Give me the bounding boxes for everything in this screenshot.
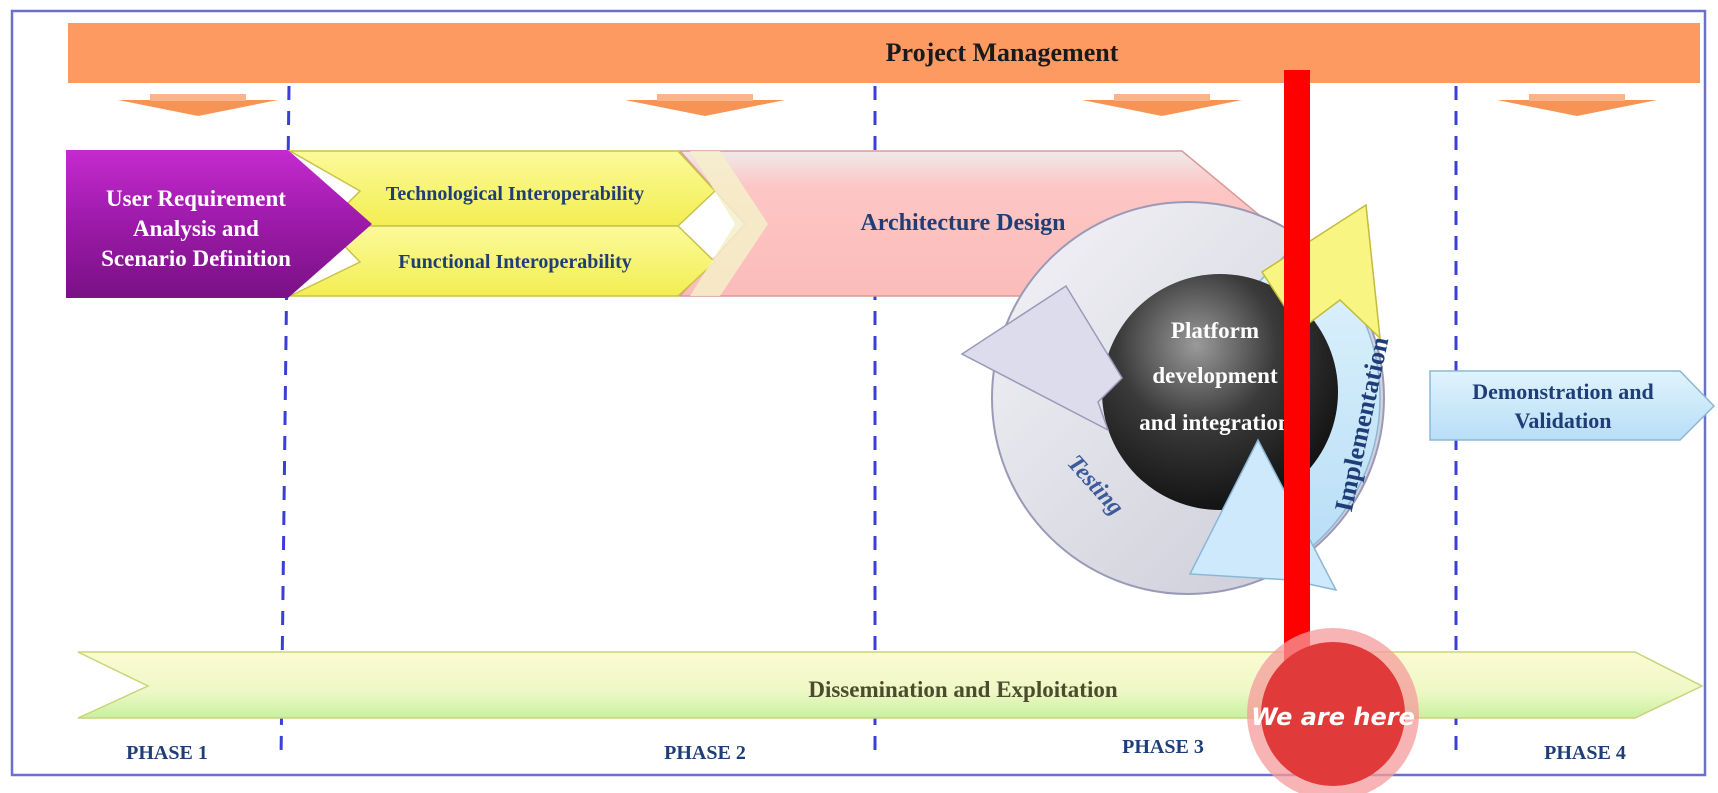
user-requirement-line-3: Scenario Definition: [101, 246, 291, 271]
progress-marker-label: We are here: [1251, 703, 1415, 731]
platform-sphere: [1102, 274, 1338, 510]
functional-interoperability-arrow: [289, 225, 717, 297]
management-arrows: [118, 100, 1657, 116]
technological-interoperability-label: Technological Interoperability: [386, 183, 644, 205]
down-arrow-phase-3: [1082, 100, 1242, 116]
phase-2-label: PHASE 2: [664, 742, 746, 764]
phase-4-label: PHASE 4: [1544, 742, 1626, 764]
demonstration-label-2: Validation: [1514, 408, 1611, 433]
project-management-bar: [68, 23, 1700, 83]
project-management-title: Project Management: [886, 38, 1119, 67]
user-requirement-line-1: User Requirement: [106, 186, 286, 211]
phase-1-label: PHASE 1: [126, 742, 208, 764]
dissemination-label: Dissemination and Exploitation: [808, 677, 1117, 702]
diagram-frame: [10, 9, 1707, 777]
platform-label-3: and integration: [1139, 410, 1291, 435]
demonstration-validation-arrow: [1429, 370, 1716, 441]
down-arrow-phase-1: [118, 100, 278, 116]
architecture-design-label: Architecture Design: [860, 210, 1065, 236]
platform-label-2: development: [1152, 363, 1278, 388]
progress-marker-badge: [1261, 642, 1405, 786]
down-arrow-phase-4: [1497, 100, 1657, 116]
user-requirement-line-2: Analysis and: [133, 216, 259, 241]
functional-interoperability-label: Functional Interoperability: [398, 251, 632, 273]
platform-label-1: Platform: [1171, 318, 1259, 343]
progress-marker-bar: [1284, 70, 1310, 670]
cycle-arrow-grey: [960, 284, 1123, 432]
down-arrow-phase-2: [625, 100, 785, 116]
phase-3-label: PHASE 3: [1122, 736, 1204, 758]
demonstration-label-1: Demonstration and: [1472, 379, 1654, 404]
user-requirement-arrow: [66, 150, 372, 298]
